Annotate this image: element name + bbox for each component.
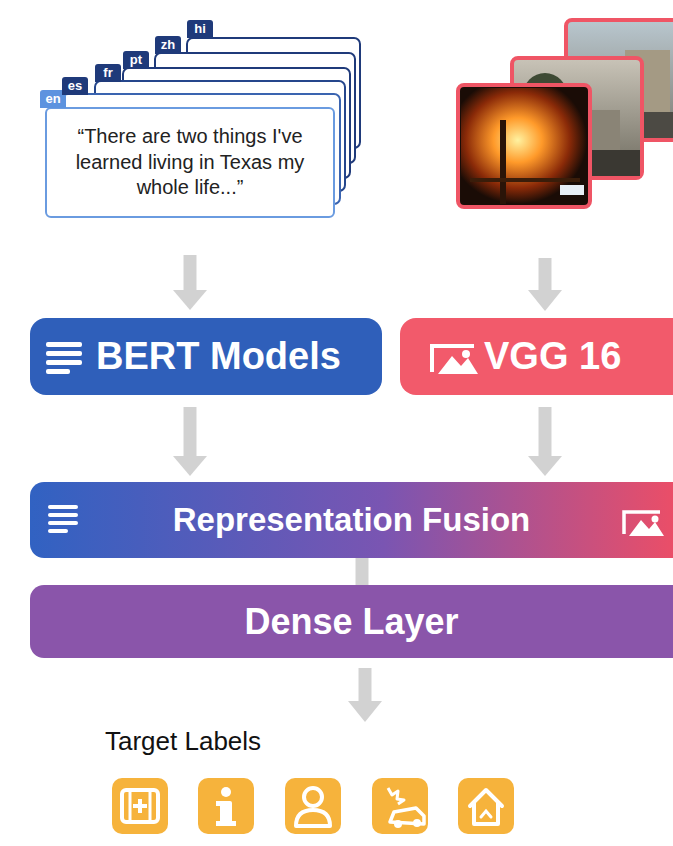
flow-arrow [362, 558, 363, 585]
language-code: hi [194, 22, 206, 37]
node-text: Representation Fusion [173, 501, 531, 539]
node-text: “There are two things I've learned livin… [61, 124, 319, 201]
flow-arrow [528, 258, 562, 311]
image-icon [624, 512, 664, 536]
language-tab: fr [95, 64, 121, 82]
text-icon [48, 505, 78, 533]
photo [458, 85, 590, 207]
language-code: en [45, 92, 60, 107]
language-tab: pt [123, 51, 149, 69]
language-tab: hi [187, 20, 213, 38]
language-code: pt [130, 53, 142, 68]
dense-band: Dense Layer [30, 585, 673, 658]
encoder-box: VGG 16 [400, 318, 673, 395]
text-icon [46, 342, 82, 374]
flow-arrow [528, 407, 562, 476]
node-text: Dense Layer [244, 601, 458, 642]
text-card: “There are two things I've learned livin… [45, 107, 335, 218]
fusion-band: Representation Fusion [30, 482, 673, 558]
node-text: BERT Models [96, 335, 341, 379]
target-icons [112, 778, 514, 834]
car-crash-icon [372, 778, 428, 834]
person-icon [285, 778, 341, 834]
node-text: VGG 16 [484, 335, 621, 379]
info-icon [198, 778, 254, 834]
language-tab: es [62, 77, 88, 95]
house-icon [458, 778, 514, 834]
language-tab: zh [155, 36, 181, 54]
medical-icon [112, 778, 168, 834]
language-code: zh [161, 38, 175, 53]
flow-arrow [173, 255, 207, 310]
language-code: es [68, 79, 82, 94]
encoder-box: BERT Models [30, 318, 382, 395]
section-label: Target Labels [105, 726, 261, 757]
image-icon [432, 346, 478, 374]
language-code: fr [103, 66, 112, 81]
photo-stack [458, 20, 673, 207]
flow-arrow [348, 668, 382, 722]
flow-arrow [173, 407, 207, 476]
